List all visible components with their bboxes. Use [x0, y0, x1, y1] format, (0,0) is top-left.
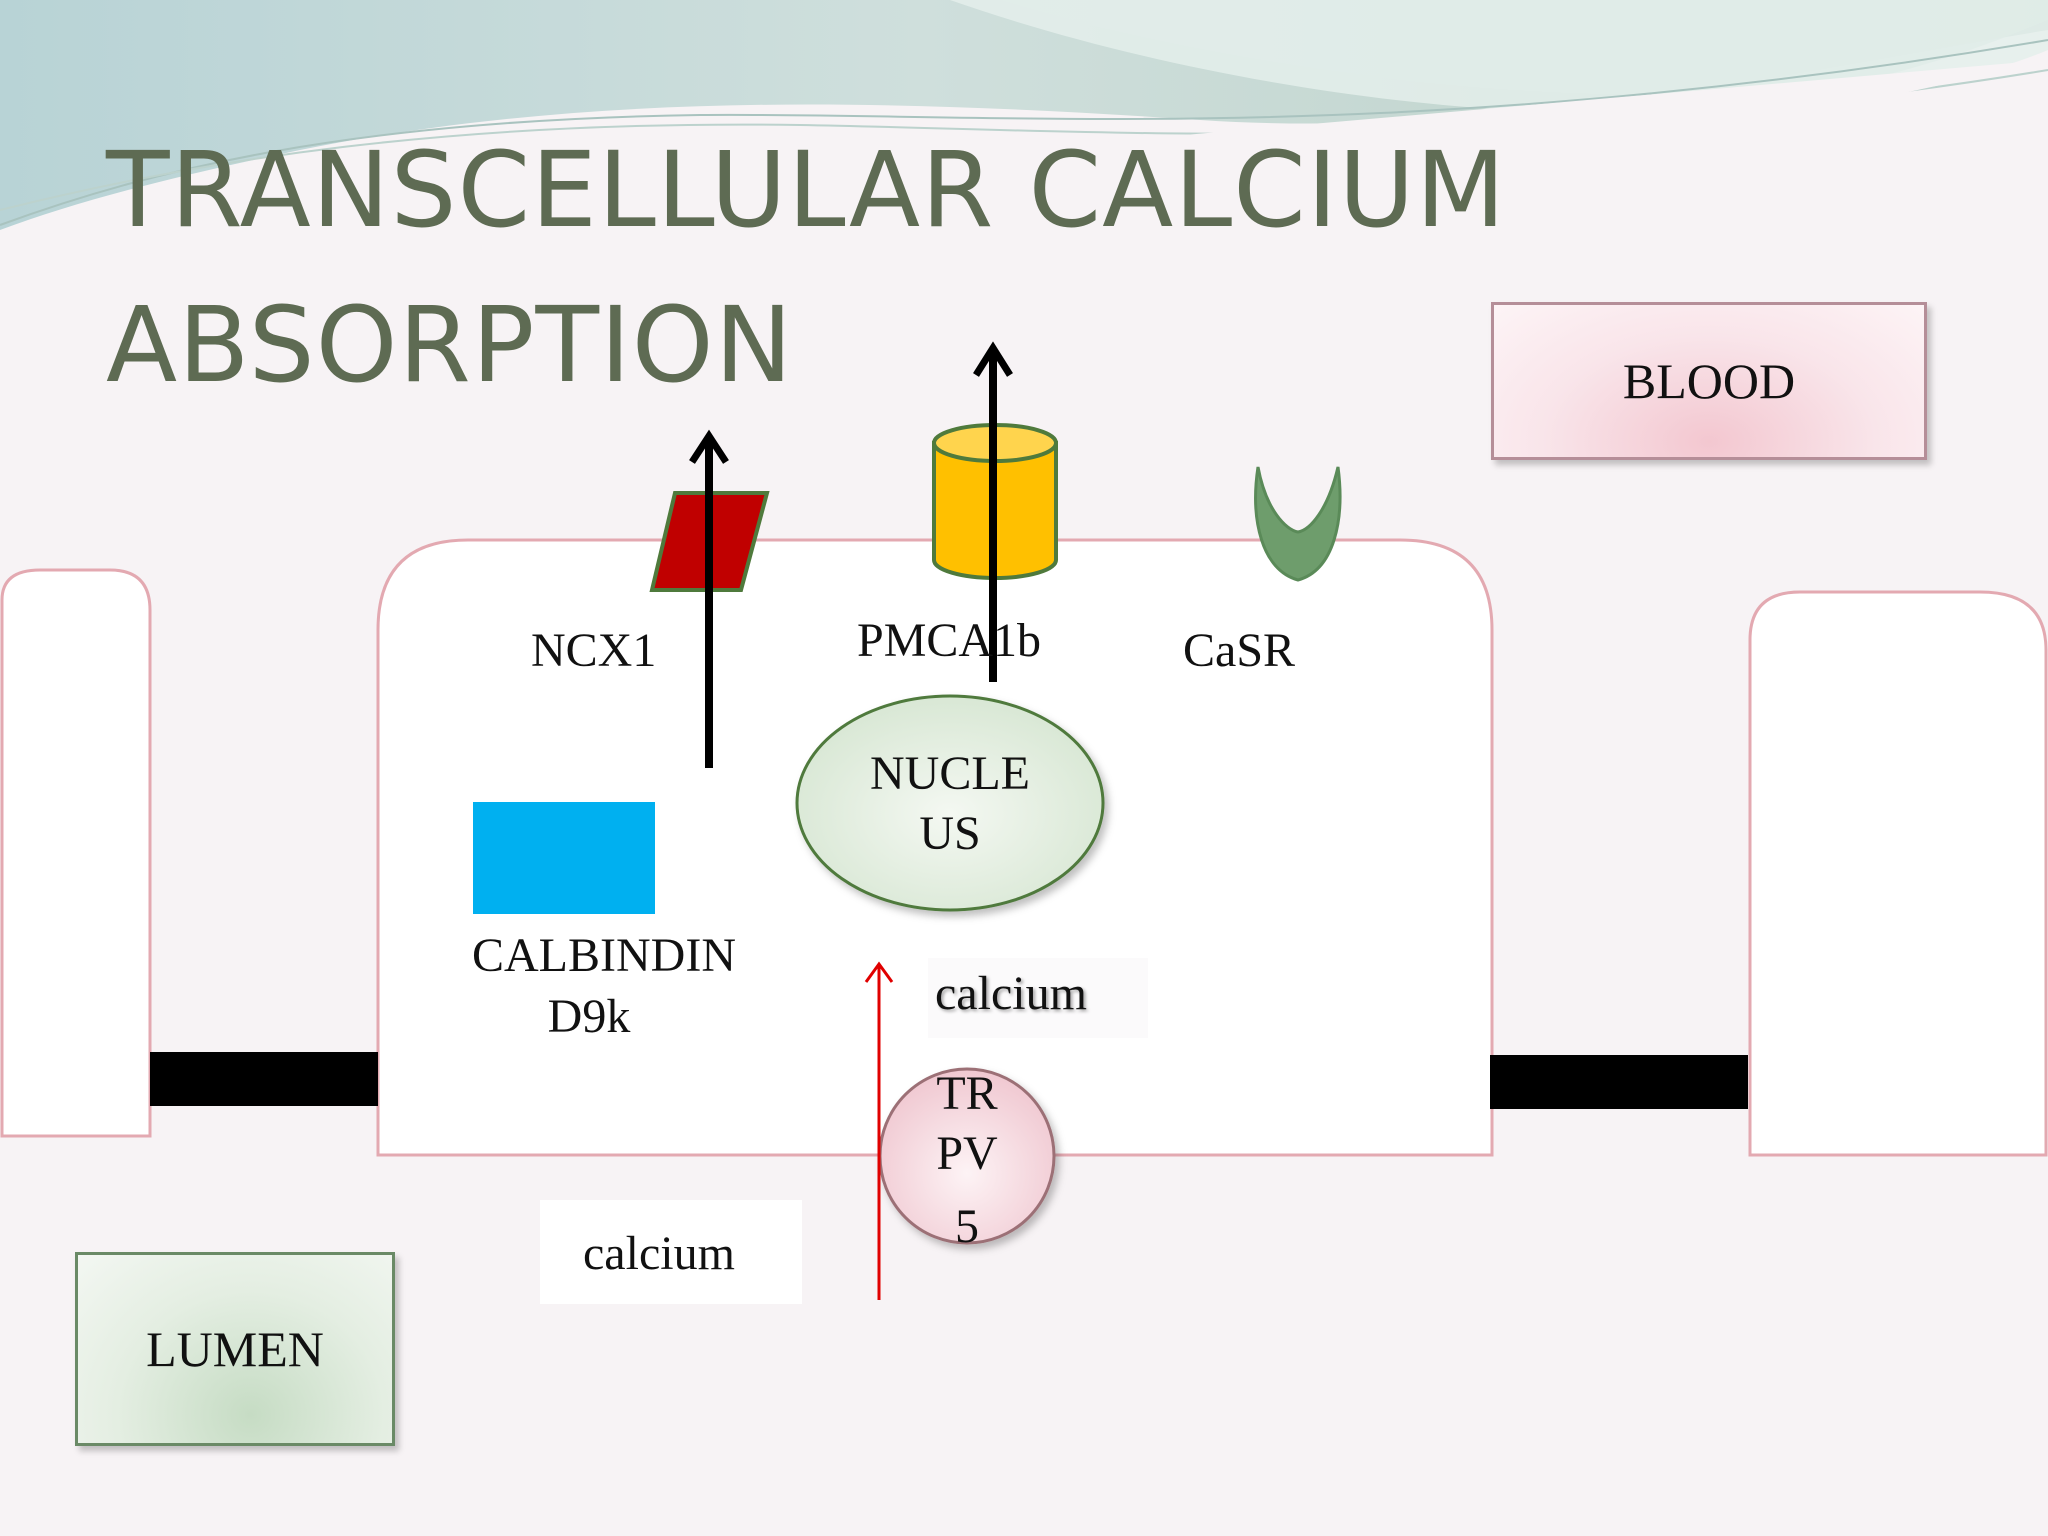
tight-junction-right [1490, 1055, 1748, 1109]
nucleus-label-line-2: US [919, 807, 981, 860]
header-wave [0, 0, 2048, 238]
calcium-lumen-label-bg [540, 1200, 802, 1304]
ncx1-label: NCX1 [531, 624, 657, 677]
tight-junction-left [150, 1052, 378, 1106]
trpv5-label-line-2: PV [936, 1127, 998, 1180]
blood-box: BLOOD [1491, 302, 1927, 460]
page-title-line-1: TRANSCELLULAR CALCIUM [106, 129, 1507, 251]
nucleus-shape [795, 694, 1105, 912]
calbindin-label-line-2: D9k [547, 990, 631, 1043]
calcium-entry-arrow [864, 961, 894, 1300]
trpv5-label-line-3: 5 [955, 1200, 979, 1253]
calbindin-label-line-1: CALBINDIN [472, 929, 736, 982]
casr-label: CaSR [1183, 624, 1296, 677]
trpv5-label-line-1: TR [936, 1067, 998, 1120]
page-title-line-2: ABSORPTION [106, 284, 794, 406]
calcium-inside-label: calcium [935, 967, 1087, 1020]
nucleus-label-line-1: NUCLE [870, 747, 1030, 800]
calcium-inside-label-bg [928, 958, 1148, 1038]
right-neighbor-cell [1748, 590, 2048, 1157]
calbindin-shape [473, 802, 655, 914]
ncx1-efflux-arrow [689, 429, 729, 768]
left-neighbor-cell [0, 568, 152, 1138]
pmca1b-efflux-arrow [973, 341, 1013, 682]
calcium-lumen-label: calcium [583, 1227, 735, 1280]
casr-shape [1254, 466, 1342, 582]
pmca1b-label: PMCA1b [857, 614, 1042, 667]
lumen-box: LUMEN [75, 1252, 395, 1446]
